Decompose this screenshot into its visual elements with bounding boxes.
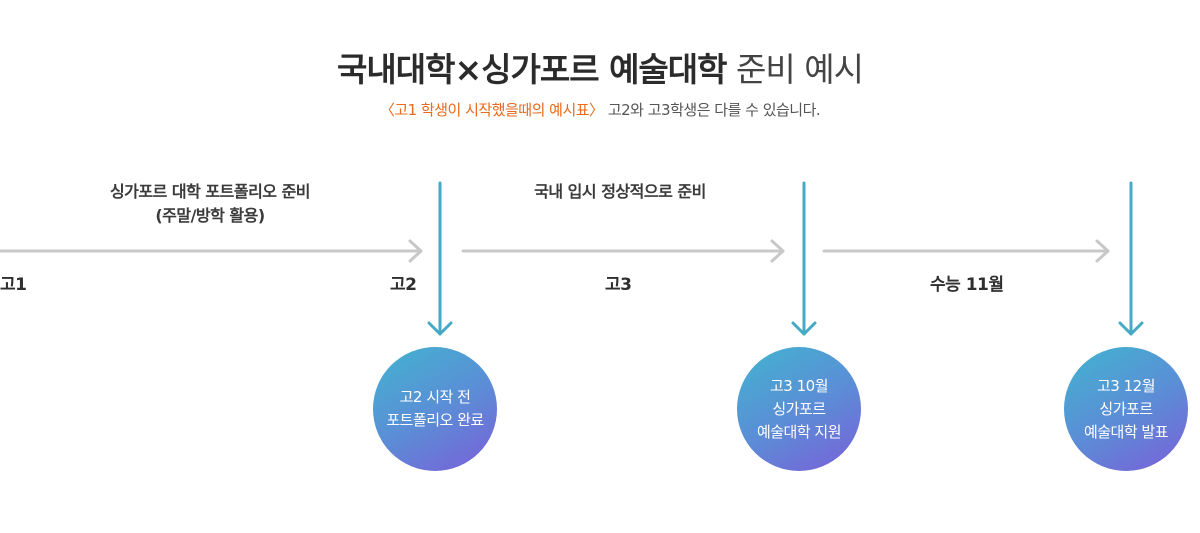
phase-domestic-line1: 국내 입시 정상적으로 준비 [534,182,706,201]
subtitle-accent: 〈고1 학생이 시작했을때의 예시표〉 [379,101,604,119]
milestone-2-line1: 고3 10월 [770,376,829,395]
subtitle-note: 고2와 고3학생은 다를 수 있습니다. [607,101,821,119]
milestone-3-line3: 예술대학 발표 [1083,422,1169,441]
page-title: 국내대학×싱가포르 예술대학 준비 예시 [0,48,1200,92]
milestone-circle-2: 고3 10월 싱가포르 예술대학 지원 [737,347,861,471]
stage-g3: 고3 [605,275,632,295]
milestone-arrowhead-2 [791,321,817,336]
milestone-arrowhead-1 [427,321,453,336]
stage-csat: 수능 11월 [930,275,1004,295]
phase-domestic: 국내 입시 정상적으로 준비 [470,180,770,204]
milestone-arrowhead-3 [1118,321,1144,336]
milestone-3-line2: 싱가포르 [1099,399,1153,418]
timeline-arrowhead-3 [1095,239,1110,263]
milestone-1-line1: 고2 시작 전 [399,388,471,406]
phase-portfolio-line1: 싱가포르 대학 포트폴리오 준비 [109,182,311,201]
milestone-circle-3: 고3 12월 싱가포르 예술대학 발표 [1064,347,1188,471]
page-subtitle: 〈고1 학생이 시작했을때의 예시표〉 고2와 고3학생은 다를 수 있습니다. [0,98,1200,122]
phase-portfolio-line2: (주말/방학 활용) [155,206,265,225]
timeline-arrowhead-2 [770,239,785,263]
title-singapore: 싱가포르 예술대학 [481,50,727,89]
milestone-1-line2: 포트폴리오 완료 [386,411,484,429]
milestone-2-line3: 예술대학 지원 [756,422,842,441]
stage-g2: 고2 [390,275,417,295]
title-cross: × [454,50,482,89]
title-suffix: 준비 예시 [736,50,864,89]
milestone-circle-1: 고2 시작 전 포트폴리오 완료 [373,347,497,471]
milestone-2-line2: 싱가포르 [772,399,826,418]
milestone-3-line1: 고3 12월 [1097,376,1156,395]
timeline-arrowhead-1 [408,239,423,263]
title-domestic: 국내대학 [337,50,455,89]
phase-portfolio: 싱가포르 대학 포트폴리오 준비 (주말/방학 활용) [60,180,360,228]
stage-g1: 고1 [0,275,27,295]
